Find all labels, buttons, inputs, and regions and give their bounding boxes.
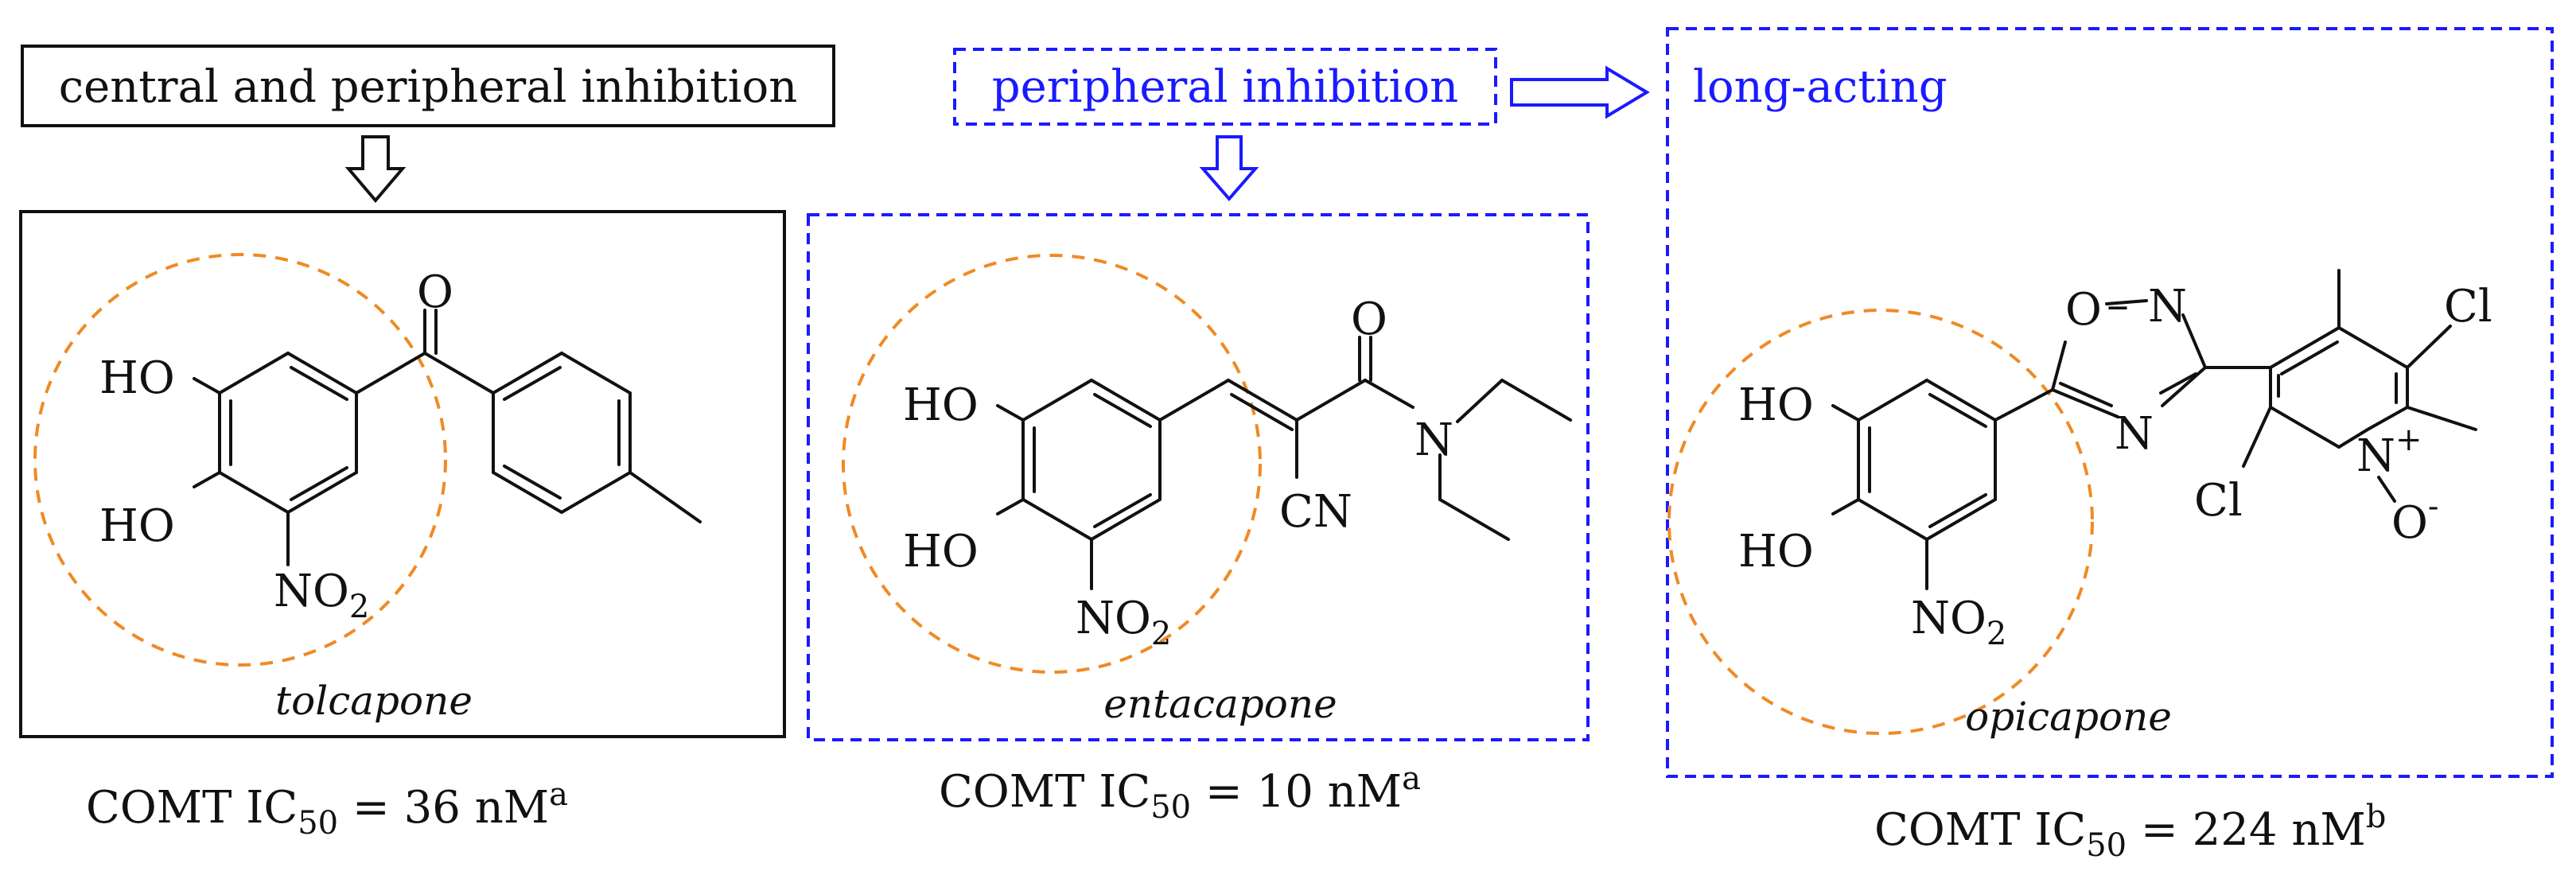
peripheral-label: peripheral inhibition (992, 61, 1459, 113)
long-acting-label: long-acting (1693, 61, 1948, 113)
opicapone-panel (1666, 27, 2554, 778)
entacapone-name: entacapone (1103, 681, 1337, 727)
down-arrow-icon (344, 135, 407, 204)
ho-atom: HO (99, 500, 175, 552)
tolcapone-name: tolcapone (275, 678, 473, 724)
catechol-circle-2 (842, 254, 1262, 674)
dash-bond: – (2107, 279, 2129, 331)
ho-atom: HO (1738, 526, 1814, 578)
opicapone-ic50: COMT IC50 = 224 nMb (1874, 799, 2386, 864)
central-label-box (21, 45, 835, 127)
nitro-label: NO2 (274, 566, 369, 625)
catechol-circle-3 (1667, 309, 2094, 735)
entacapone-panel (807, 213, 1590, 741)
chloro-atom: Cl (2194, 475, 2243, 527)
entacapone-ic50: COMT IC50 = 10 nMa (939, 760, 1421, 826)
chloro-atom: Cl (2444, 281, 2492, 332)
central-label: central and peripheral inhibition (59, 61, 798, 113)
ho-atom: HO (903, 526, 979, 578)
opicapone-name: opicapone (1965, 694, 2172, 740)
oxadiazole-n-atom: N (2148, 281, 2187, 332)
amide-o-atom: O (1351, 294, 1387, 345)
cn-label: CN (1279, 486, 1352, 538)
ho-atom: HO (99, 352, 175, 404)
n-oxide-o-atom: O- (2391, 488, 2438, 549)
peripheral-label-box (953, 48, 1497, 126)
pyridine-n-atom: N+ (2356, 422, 2422, 482)
ho-atom: HO (1738, 379, 1814, 431)
tolcapone-panel (19, 210, 786, 738)
catechol-circle-1 (33, 253, 447, 667)
ho-atom: HO (903, 379, 979, 431)
amide-n-atom: N (1414, 414, 1453, 466)
carbonyl-o-atom: O (417, 266, 453, 318)
tolcapone-structure (193, 309, 702, 566)
nitro-label: NO2 (1076, 593, 1171, 652)
nitro-label: NO2 (1911, 593, 2006, 652)
oxadiazole-o-atom: O (2065, 284, 2102, 336)
tolcapone-ic50: COMT IC50 = 36 nMa (86, 776, 568, 842)
oxadiazole-n-atom: N (2115, 408, 2154, 460)
entacapone-structure (996, 336, 1572, 590)
down-arrow-icon (1199, 135, 1259, 202)
right-arrow-icon (1510, 65, 1650, 119)
opicapone-structure (1831, 269, 2477, 590)
